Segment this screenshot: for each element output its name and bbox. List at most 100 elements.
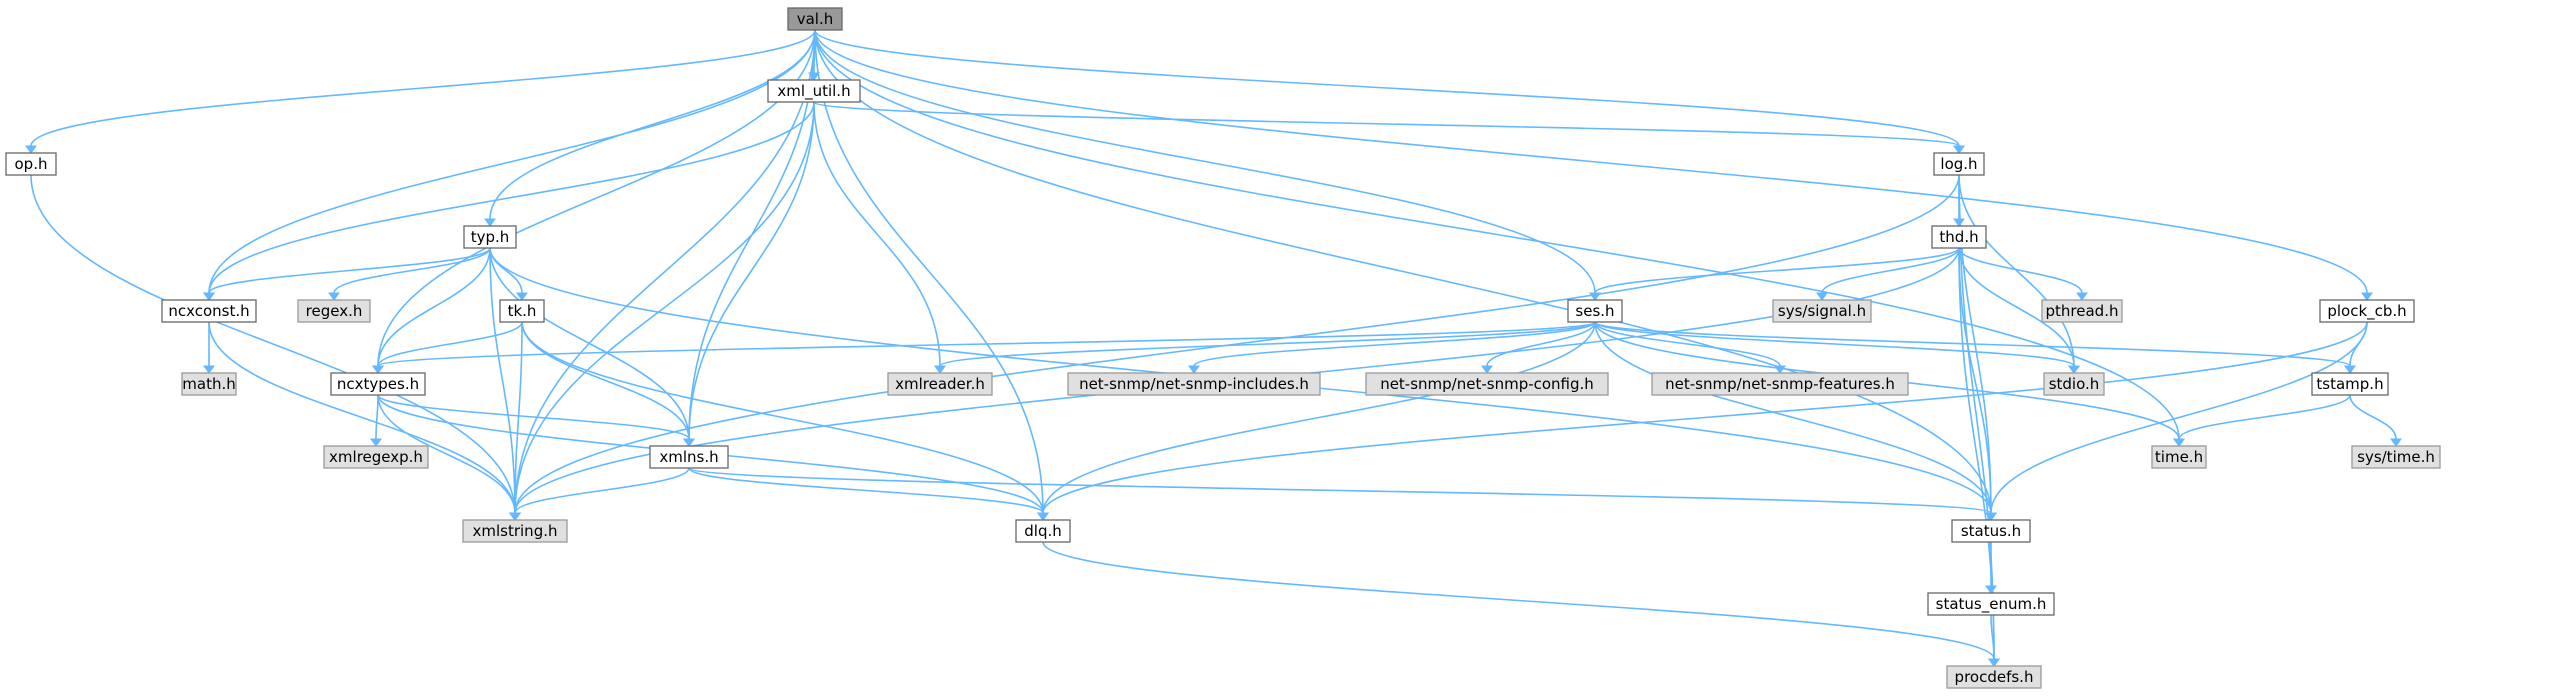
node-log[interactable]: log.h (1933, 152, 1985, 176)
node-netsnmp_config: net-snmp/net-snmp-config.h (1365, 372, 1609, 396)
edge-val-to-log (814, 29, 1960, 147)
node-box-status (1951, 519, 2031, 543)
arrowhead-ncxconst-to-math (203, 365, 215, 374)
node-status[interactable]: status.h (1951, 519, 2031, 543)
edge-thd-to-pthread (1958, 247, 2083, 294)
arrowhead-xmlns-to-status (1985, 512, 1997, 521)
node-box-math (181, 372, 237, 396)
node-xml_util[interactable]: xml_util.h (767, 79, 861, 103)
arrowhead-ses-to-ncxtypes (372, 365, 384, 374)
node-label-ncxconst: ncxconst.h (168, 302, 249, 320)
node-dlq[interactable]: dlq.h (1015, 519, 1071, 543)
edge-val-to-time (814, 29, 2180, 440)
edge-ses-to-netsnmp_features (1594, 321, 1781, 367)
arrowhead-xmlns-to-dlq (1037, 512, 1049, 521)
edge-xml_util-to-xmlns (688, 101, 815, 440)
arrowhead-plock_cb-to-tstamp (2344, 365, 2356, 374)
edge-dlq-to-procdefs (1042, 541, 1995, 660)
arrowhead-val-to-op (25, 145, 37, 154)
node-box-stdio (2043, 372, 2105, 396)
node-pthread: pthread.h (2041, 299, 2123, 323)
arrowhead-ses-to-stdio (2068, 365, 2080, 374)
edge-ses-to-netsnmp_config (1486, 321, 1596, 367)
node-label-tk: tk.h (508, 302, 537, 320)
edge-tk-to-ncxtypes (377, 321, 523, 367)
node-netsnmp_includes: net-snmp/net-snmp-includes.h (1067, 372, 1321, 396)
node-status_enum[interactable]: status_enum.h (1927, 592, 2055, 616)
arrowhead-ses-to-netsnmp_config (1481, 365, 1493, 374)
node-box-op (5, 152, 57, 176)
node-label-tstamp: tstamp.h (2316, 375, 2383, 393)
arrowhead-val-to-plock_cb (2361, 292, 2373, 301)
edge-ses-to-stdio (1594, 321, 2075, 367)
edge-ncxtypes-to-xmlstring (377, 394, 516, 514)
node-label-time: time.h (2155, 448, 2203, 466)
node-ses[interactable]: ses.h (1567, 299, 1623, 323)
edge-val-to-ses (814, 29, 1596, 294)
node-netsnmp_features: net-snmp/net-snmp-features.h (1651, 372, 1909, 396)
node-box-pthread (2041, 299, 2123, 323)
node-label-netsnmp_includes: net-snmp/net-snmp-includes.h (1079, 375, 1309, 393)
node-label-status: status.h (1961, 522, 2021, 540)
arrowhead-ncxtypes-to-xmlregexp (370, 438, 382, 447)
node-xmlns[interactable]: xmlns.h (649, 445, 729, 469)
node-ncxtypes[interactable]: ncxtypes.h (330, 372, 426, 396)
node-xmlreader: xmlreader.h (887, 372, 993, 396)
node-label-ncxtypes: ncxtypes.h (337, 375, 419, 393)
node-thd[interactable]: thd.h (1931, 225, 1987, 249)
node-box-xml_util (767, 79, 861, 103)
edge-xml_util-to-xmlreader (813, 101, 941, 367)
node-box-syssignal (1772, 299, 1872, 323)
arrowhead-ses-to-xmlreader (934, 365, 946, 374)
node-xmlstring: xmlstring.h (462, 519, 568, 543)
edge-tk-to-xmlns (521, 321, 690, 440)
node-regex: regex.h (297, 299, 371, 323)
node-tstamp[interactable]: tstamp.h (2311, 372, 2389, 396)
edge-typ-to-xmlns (489, 247, 690, 440)
node-box-xmlstring (462, 519, 568, 543)
node-label-val: val.h (797, 10, 834, 28)
arrowhead-thd-to-ses (1589, 292, 1601, 301)
edge-val-to-typ (489, 29, 816, 220)
node-label-thd: thd.h (1939, 228, 1978, 246)
node-tk[interactable]: tk.h (499, 299, 545, 323)
node-box-regex (297, 299, 371, 323)
edge-ncxtypes-to-xmlns (377, 394, 690, 440)
node-val: val.h (787, 7, 843, 31)
arrowhead-val-to-typ (484, 218, 496, 227)
node-op[interactable]: op.h (5, 152, 57, 176)
node-label-dlq: dlq.h (1024, 522, 1062, 540)
node-stdio: stdio.h (2043, 372, 2105, 396)
arrowhead-ncxtypes-to-xmlns (683, 438, 695, 447)
node-box-procdefs (1946, 665, 2042, 689)
node-box-netsnmp_includes (1067, 372, 1321, 396)
node-box-netsnmp_features (1651, 372, 1909, 396)
edge-val-to-ncxtypes (377, 29, 816, 367)
edge-tstamp-to-systime (2349, 394, 2397, 440)
edge-tstamp-to-time (2178, 394, 2351, 440)
node-ncxconst[interactable]: ncxconst.h (161, 299, 257, 323)
node-box-ses (1567, 299, 1623, 323)
edge-ncxconst-to-xmlstring (208, 321, 516, 514)
header-nodes: val.h op.h xml_util.h log.h typ.h thd.h ncxcon… (5, 7, 2441, 689)
node-plock_cb[interactable]: plock_cb.h (2319, 299, 2415, 323)
node-box-xmlns (649, 445, 729, 469)
node-box-xmlreader (887, 372, 993, 396)
dependency-edges (25, 29, 2402, 667)
node-label-math: math.h (182, 375, 235, 393)
edge-typ-to-regex (333, 247, 491, 294)
node-label-op: op.h (15, 155, 48, 173)
edge-tk-to-xmlstring (514, 321, 523, 514)
node-box-val (787, 7, 843, 31)
node-typ[interactable]: typ.h (463, 225, 517, 249)
edge-val-to-op (30, 29, 816, 147)
edge-xmlns-to-status (688, 467, 1992, 514)
edge-ses-to-ncxtypes (377, 321, 1596, 367)
node-label-procdefs: procdefs.h (1955, 668, 2034, 686)
arrowhead-tstamp-to-systime (2390, 438, 2402, 447)
node-box-plock_cb (2319, 299, 2415, 323)
node-label-netsnmp_features: net-snmp/net-snmp-features.h (1665, 375, 1895, 393)
node-xmlregexp: xmlregexp.h (323, 445, 429, 469)
node-box-netsnmp_config (1365, 372, 1609, 396)
